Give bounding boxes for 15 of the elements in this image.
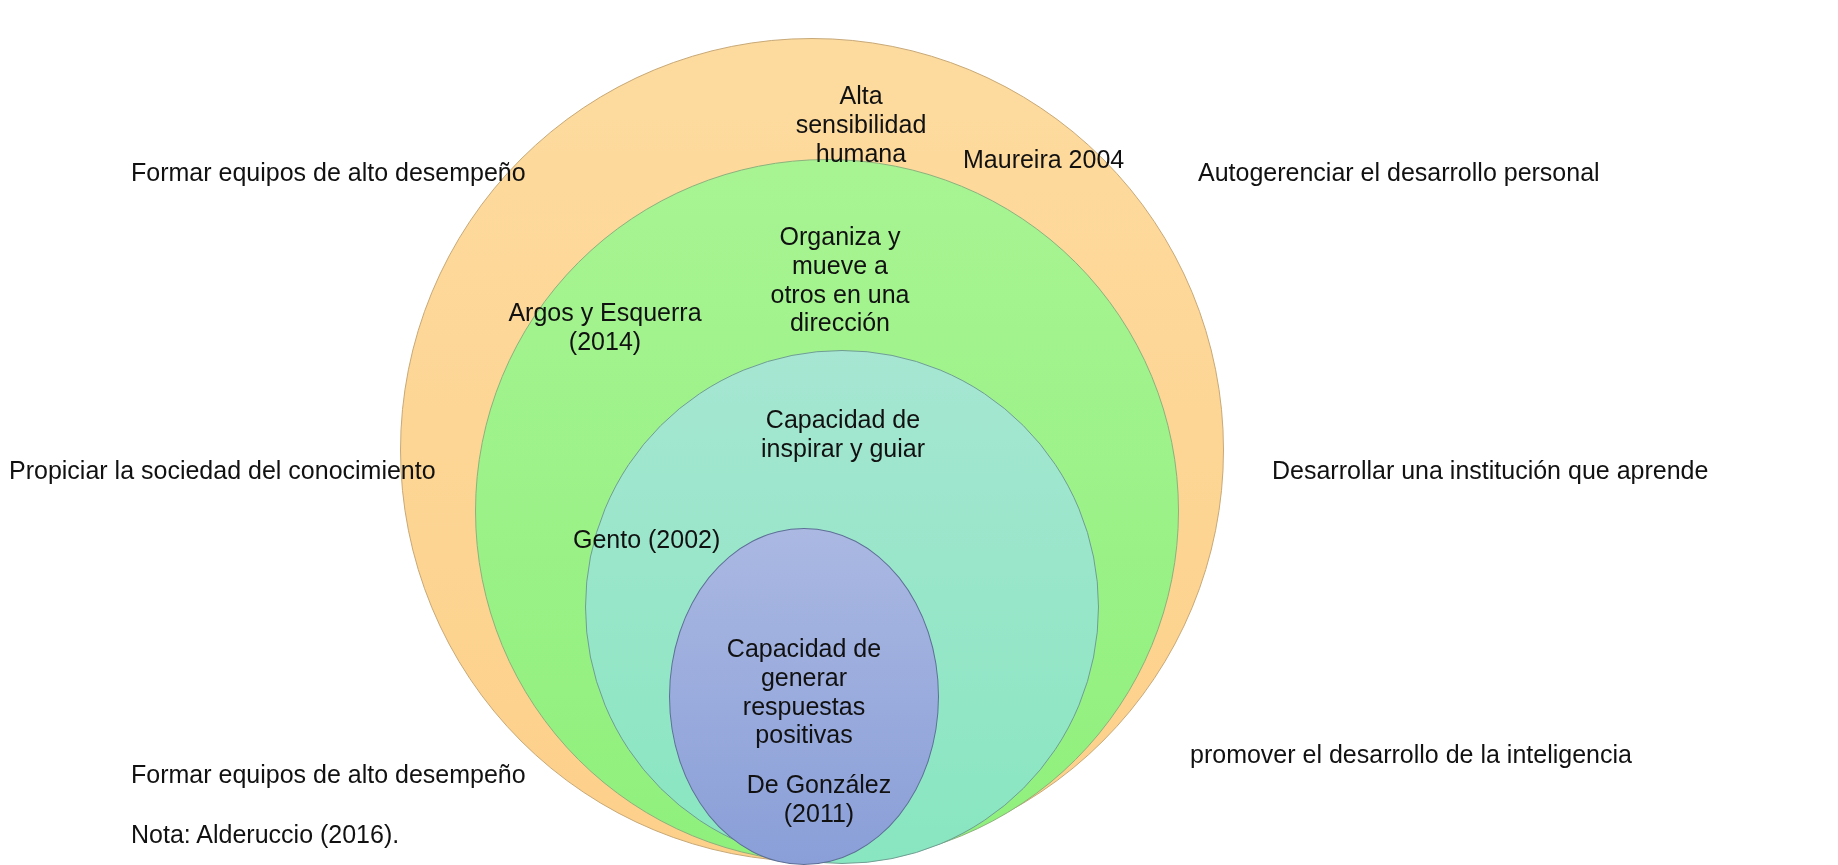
- concept-text: Capacidad de inspirar y guiar: [760, 405, 926, 463]
- outer-label: promover el desarrollo de la inteligencia: [1190, 740, 1632, 769]
- citation-text: Gento (2002): [573, 525, 721, 554]
- note-text: Nota: Alderuccio (2016).: [131, 820, 400, 849]
- outer-label: Desarrollar una institución que aprende: [1272, 456, 1709, 485]
- concept-text: Organiza y mueve a otros en una dirección: [769, 222, 911, 337]
- concept-text: Alta sensibilidad humana: [794, 81, 928, 168]
- outer-label: Formar equipos de alto desempeño: [131, 158, 526, 187]
- concept-text: Capacidad de generar respuestas positivas: [725, 634, 883, 749]
- outer-label: Propiciar la sociedad del conocimiento: [9, 456, 436, 485]
- outer-label: Autogerenciar el desarrollo personal: [1198, 158, 1600, 187]
- citation-text: Maureira 2004: [963, 145, 1125, 174]
- outer-label: Formar equipos de alto desempeño: [131, 760, 526, 789]
- citation-text: Argos y Esquerra (2014): [507, 298, 703, 356]
- citation-text: De González (2011): [745, 770, 893, 828]
